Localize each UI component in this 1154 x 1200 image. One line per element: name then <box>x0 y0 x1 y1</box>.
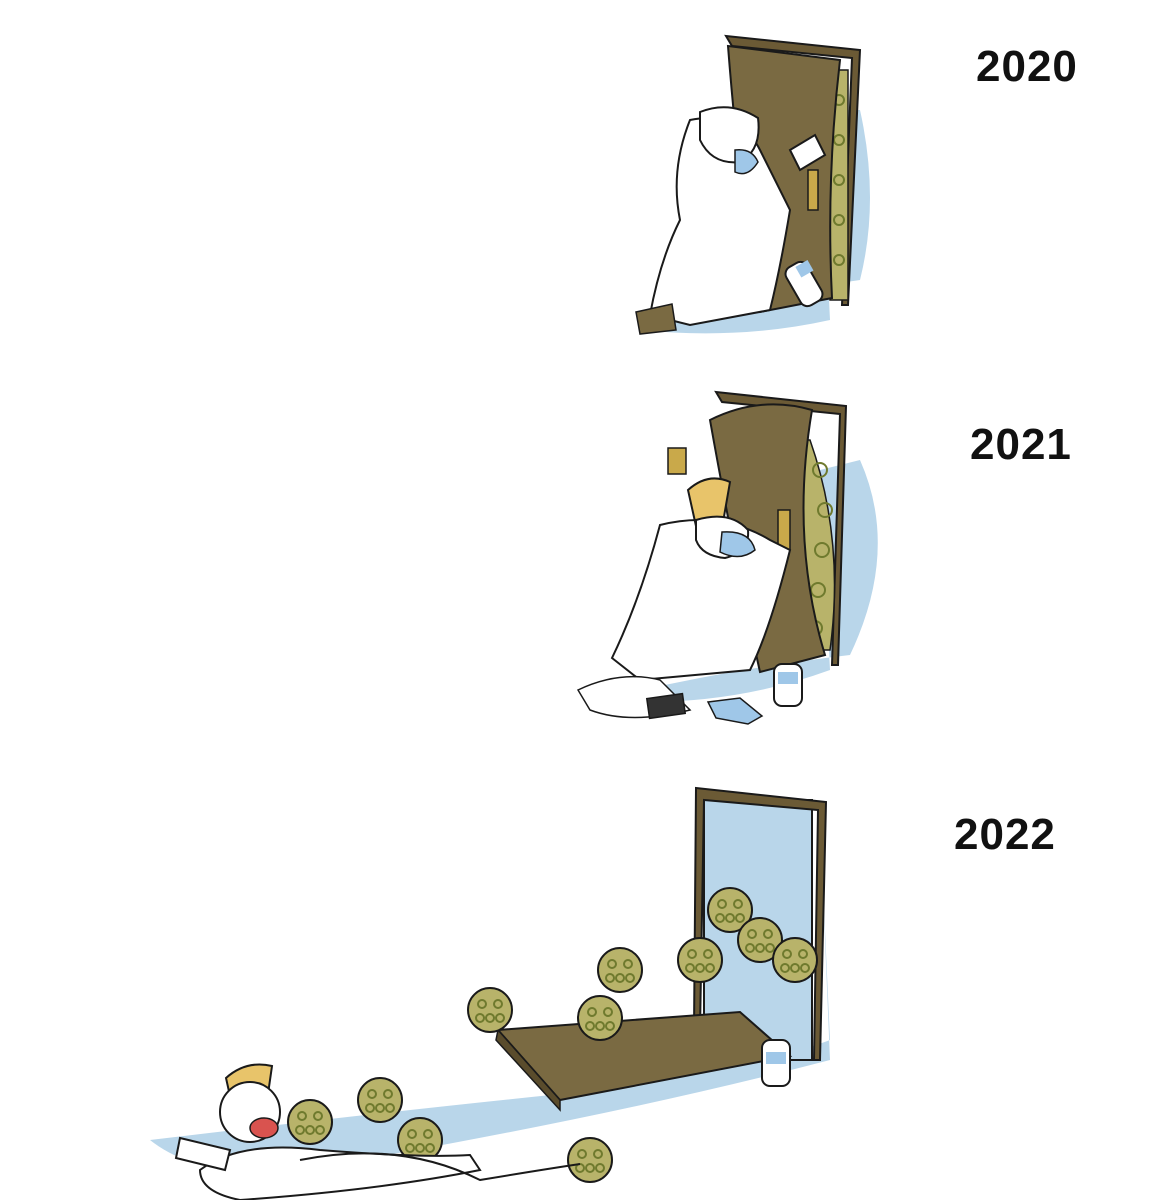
man-hand <box>788 133 827 172</box>
man-mask <box>719 531 756 558</box>
year-label-2021: 2021 <box>970 420 1072 469</box>
virus-ball <box>677 937 723 983</box>
virus-ball <box>467 987 513 1033</box>
door-handle <box>807 169 819 211</box>
man-head <box>699 106 760 164</box>
virus-ball <box>737 917 783 963</box>
virus-ball <box>597 947 643 993</box>
man-arm <box>174 1136 232 1172</box>
illustration-2022 <box>150 786 830 1200</box>
rope <box>299 1152 581 1182</box>
floor-shadow <box>600 460 878 702</box>
dropped-glove <box>706 697 764 725</box>
illustration-2021 <box>576 390 878 725</box>
virus-ball <box>707 887 753 933</box>
dropped-box <box>645 692 687 720</box>
man-mask <box>734 149 759 175</box>
year-label-2022: 2022 <box>954 810 1056 859</box>
illustration-2020 <box>635 34 870 335</box>
virus-ball <box>772 937 818 983</box>
sanitizer-bottle-2020 <box>784 260 824 308</box>
fallen-door-edge <box>495 1028 561 1112</box>
floor-shadow <box>150 820 830 1172</box>
door-hinge <box>667 447 687 475</box>
virus-ball <box>357 1077 403 1123</box>
sanitizer-bottle-2022 <box>761 1039 791 1087</box>
sanitizer-bottle-2021 <box>773 663 803 707</box>
panel-2022: 2022 <box>0 760 1154 1200</box>
virus-group <box>287 887 818 1183</box>
virus-ball <box>567 1137 613 1183</box>
man-mouth <box>249 1117 279 1139</box>
panel-2021: 2021 <box>0 380 1154 760</box>
virus-ball <box>287 1099 333 1145</box>
panel-2020: 2020 <box>0 0 1154 380</box>
man-robe <box>198 1146 482 1200</box>
door-frame <box>714 390 848 666</box>
sandal <box>635 303 677 335</box>
year-label-2020: 2020 <box>976 42 1078 91</box>
virus-ball <box>577 995 623 1041</box>
